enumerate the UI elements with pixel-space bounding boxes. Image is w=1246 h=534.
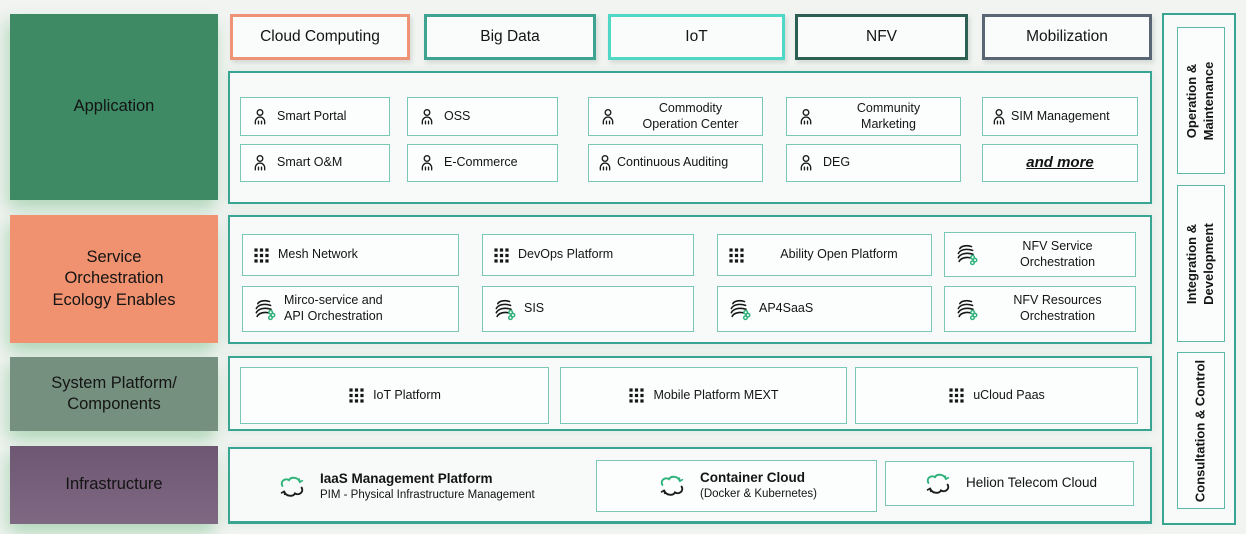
item-label: Ability Open Platform (780, 247, 898, 262)
item-label: Smart O&M (277, 155, 343, 170)
item-label: Smart Portal (277, 108, 347, 123)
app-item-sim-management: SIM Management (982, 97, 1138, 136)
infra-item-helion-telecom-cloud: Helion Telecom Cloud (885, 461, 1134, 506)
item-label: Continuous Auditing (617, 155, 729, 170)
orchestration-icon (493, 298, 516, 321)
item-label: Mirco-service and API Orchestration (284, 293, 383, 323)
person-icon (990, 108, 1008, 126)
right-column-panel: Operation & Maintenance Integration & De… (1162, 13, 1236, 525)
item-label: and more (1026, 153, 1094, 171)
infra-item-iaas-management-platform: IaaS Management Platform PIM - Physical … (272, 462, 602, 512)
infra-item-container-cloud: Container Cloud (Docker & Kubernetes) (596, 460, 877, 512)
infrastructure-panel: IaaS Management Platform PIM - Physical … (228, 447, 1152, 524)
service-item-ap4saas: AP4SaaS (717, 286, 932, 332)
item-label: OSS (444, 108, 471, 123)
app-item-continuous-auditing: Continuous Auditing (588, 144, 763, 182)
person-icon (599, 108, 617, 126)
item-label: DEG (823, 155, 851, 170)
category-label: IoT (685, 28, 708, 45)
infra-item-subtitle: (Docker & Kubernetes) (700, 488, 817, 501)
system-item-mobile-platform-mext: Mobile Platform MEXT (560, 367, 847, 424)
app-item-deg: DEG (786, 144, 961, 182)
person-icon (596, 154, 614, 172)
infra-item-title: Container Cloud (700, 470, 806, 486)
item-label: NFV Resources Orchestration (1013, 293, 1102, 323)
cloud-sync-icon (656, 473, 688, 499)
grid-icon (728, 247, 745, 264)
grid-icon (948, 387, 965, 404)
app-item-commodity-operation-center: Commodity Operation Center (588, 97, 763, 136)
category-label: Mobilization (1026, 28, 1108, 45)
person-icon (418, 108, 436, 126)
item-label: IoT Platform (373, 387, 441, 402)
person-icon (251, 154, 269, 172)
service-item-microservice-api-orchestration: Mirco-service and API Orchestration (242, 286, 459, 332)
orchestration-icon (955, 243, 978, 266)
item-label: E-Commerce (444, 155, 518, 170)
system-item-iot-platform: IoT Platform (240, 367, 549, 424)
item-label: uCloud Paas (973, 387, 1045, 402)
orchestration-icon (955, 298, 978, 321)
category-mobilization: Mobilization (982, 14, 1152, 60)
vertical-label: Consultation & Control (1192, 359, 1208, 502)
service-item-sis: SIS (482, 286, 694, 332)
orchestration-icon (728, 298, 751, 321)
item-label: AP4SaaS (759, 301, 814, 316)
right-item-consultation-control: Consultation & Control (1177, 352, 1225, 509)
category-iot: IoT (608, 14, 785, 60)
service-item-ability-open-platform: Ability Open Platform (717, 234, 932, 276)
category-big-data: Big Data (424, 14, 596, 60)
system-platform-panel: IoT Platform Mobile Platform MEXT uCloud… (228, 356, 1152, 431)
vertical-label: Operation & Maintenance (1184, 61, 1216, 140)
app-item-smart-om: Smart O&M (240, 144, 390, 182)
service-item-nfv-resources-orchestration: NFV Resources Orchestration (944, 286, 1136, 332)
row-label-system-platform: System Platform/ Components (10, 357, 218, 431)
item-label: Mobile Platform MEXT (653, 387, 779, 402)
item-label: Commodity Operation Center (642, 100, 739, 131)
person-icon (797, 108, 815, 126)
app-item-smart-portal: Smart Portal (240, 97, 390, 136)
category-nfv: NFV (795, 14, 968, 60)
row-label-service-orchestration: Service Orchestration Ecology Enables (10, 215, 218, 343)
category-cloud-computing: Cloud Computing (230, 14, 410, 60)
service-item-nfv-service-orchestration: NFV Service Orchestration (944, 232, 1136, 277)
grid-icon (348, 387, 365, 404)
person-icon (797, 154, 815, 172)
grid-icon (253, 247, 270, 264)
app-item-oss: OSS (407, 97, 558, 136)
vertical-label: Integration & Development (1184, 222, 1216, 305)
infra-item-subtitle: PIM - Physical Infrastructure Management (320, 489, 535, 502)
right-item-integration-development: Integration & Development (1177, 185, 1225, 342)
service-item-mesh-network: Mesh Network (242, 234, 459, 276)
item-label: Community Marketing (856, 100, 921, 131)
person-icon (418, 154, 436, 172)
app-item-community-marketing: Community Marketing (786, 97, 961, 136)
application-panel: Smart Portal OSS Commodity Operation Cen… (228, 71, 1152, 204)
service-item-devops-platform: DevOps Platform (482, 234, 694, 276)
app-item-and-more: and more (982, 144, 1138, 182)
category-label: Cloud Computing (260, 28, 380, 45)
orchestration-icon (253, 298, 276, 321)
right-item-operation-maintenance: Operation & Maintenance (1177, 27, 1225, 174)
cloud-sync-icon (922, 471, 954, 497)
category-label: Big Data (480, 28, 540, 45)
infra-item-title: Helion Telecom Cloud (965, 475, 1098, 491)
infra-item-title: IaaS Management Platform (320, 471, 493, 487)
person-icon (251, 108, 269, 126)
cloud-sync-icon (276, 474, 308, 500)
row-label-application: Application (10, 14, 218, 200)
system-item-ucloud-paas: uCloud Paas (855, 367, 1138, 424)
grid-icon (628, 387, 645, 404)
item-label: NFV Service Orchestration (1019, 238, 1096, 269)
grid-icon (493, 247, 510, 264)
service-orchestration-panel: Mesh Network DevOps Platform Ability Ope… (228, 215, 1152, 344)
category-label: NFV (866, 28, 897, 45)
app-item-e-commerce: E-Commerce (407, 144, 558, 182)
item-label: SIS (524, 301, 545, 316)
item-label: DevOps Platform (518, 247, 614, 262)
item-label: Mesh Network (278, 247, 358, 262)
row-label-infrastructure: Infrastructure (10, 446, 218, 524)
item-label: SIM Management (1011, 108, 1110, 123)
